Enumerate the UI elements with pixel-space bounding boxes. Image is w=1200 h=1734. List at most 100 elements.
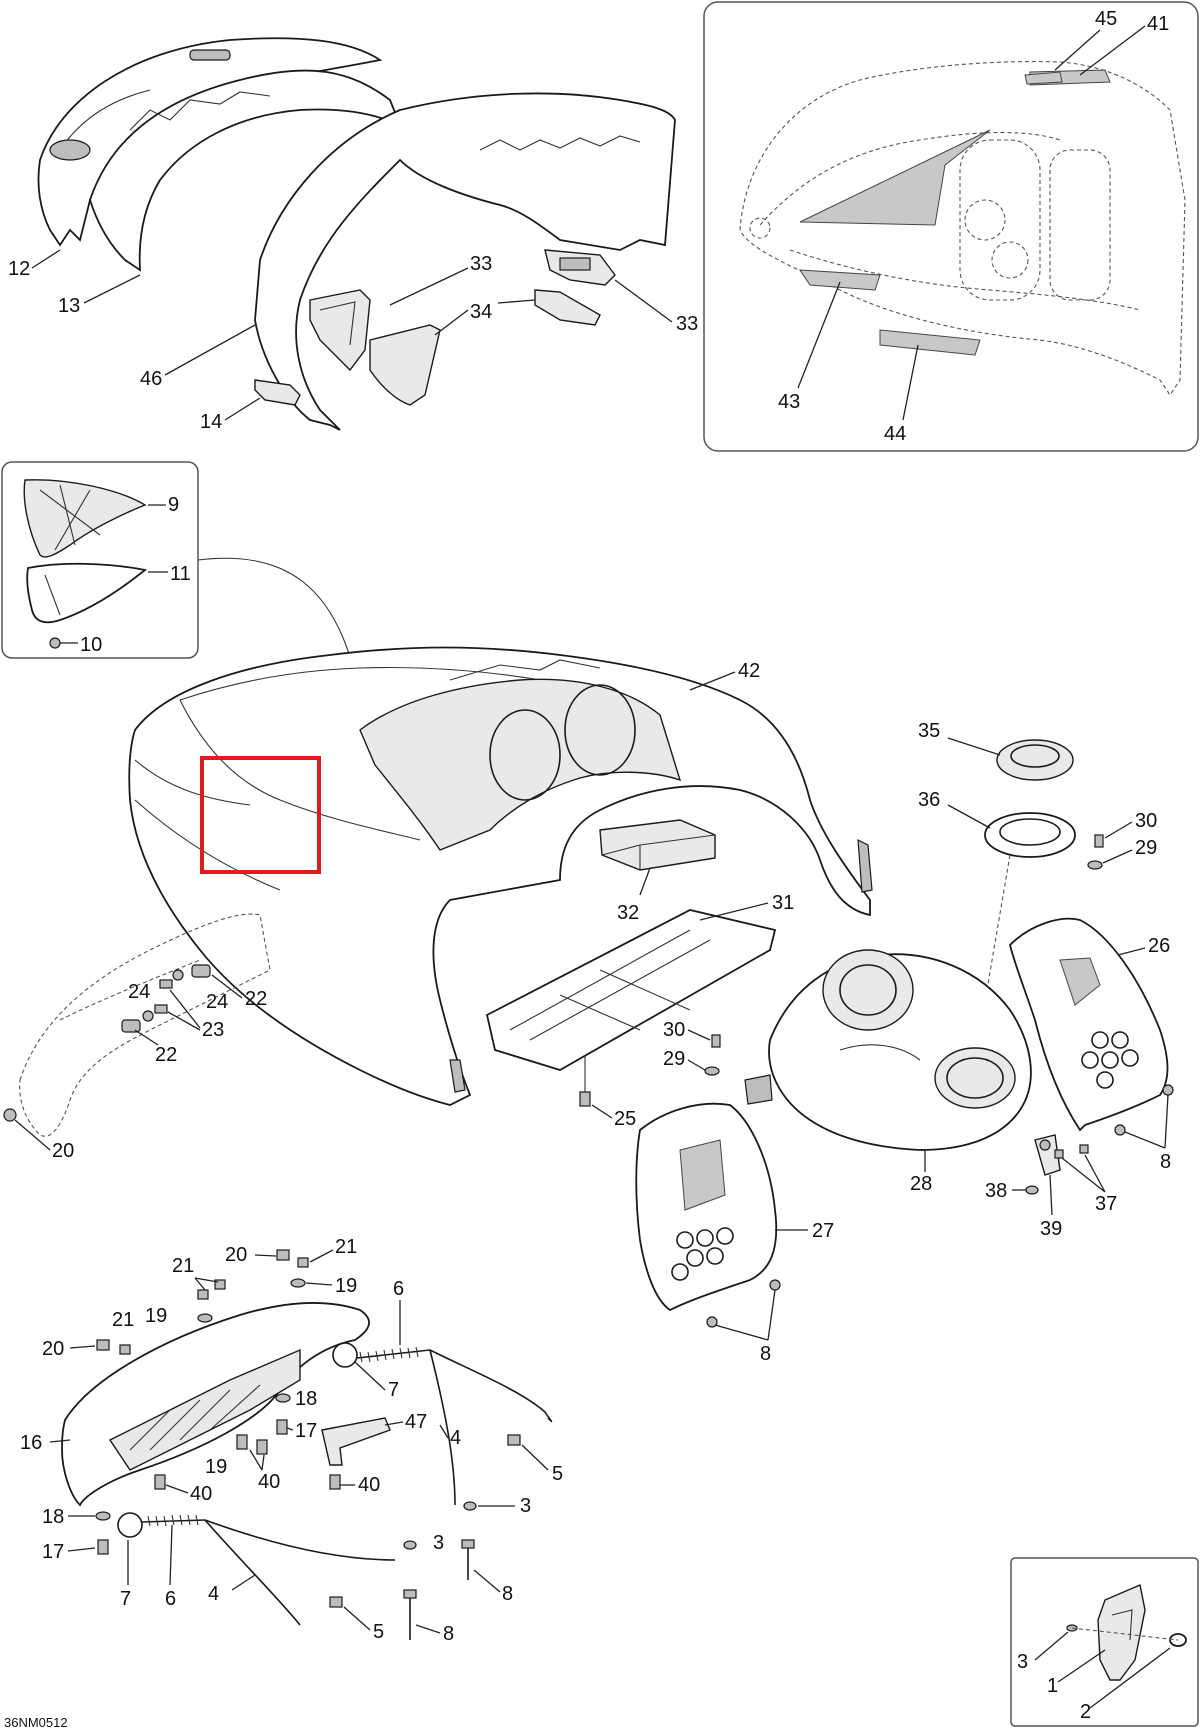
- callout-20-top: 20: [225, 1244, 247, 1266]
- callout-4-top: 4: [450, 1427, 461, 1449]
- screw-23-bottom: [154, 1004, 168, 1014]
- callout-40-left: 40: [190, 1483, 212, 1505]
- callout-37: 37: [1095, 1193, 1117, 1215]
- latch-axis-line: [1071, 1627, 1179, 1641]
- callout-19-top-right: 19: [335, 1275, 357, 1297]
- screw-30-left: [711, 1034, 721, 1048]
- foam-block-32: [599, 819, 716, 871]
- callout-18-right: 18: [295, 1388, 317, 1410]
- screw-30-right: [1094, 834, 1104, 848]
- fender-panel-13: [89, 69, 402, 272]
- callout-19-low: 19: [205, 1456, 227, 1478]
- callout-21-mid: 21: [172, 1255, 194, 1277]
- deck-body-42: [128, 646, 873, 1106]
- clip-14: [254, 379, 301, 406]
- callout-17-right: 17: [295, 1420, 317, 1442]
- screw-10: [49, 637, 61, 649]
- side-panel-26: [1009, 917, 1169, 1132]
- callout-18-left: 18: [42, 1506, 64, 1528]
- gasket-36: [984, 812, 1076, 858]
- mirror-9: [23, 479, 147, 558]
- callout-12: 12: [8, 258, 30, 280]
- callout-2: 2: [1080, 1701, 1091, 1723]
- callout-33-top: 33: [470, 253, 492, 275]
- callout-40-mid: 40: [258, 1471, 280, 1493]
- screw-17-handle-left: [97, 1539, 109, 1555]
- screws-37: [1054, 1144, 1089, 1159]
- callout-14: 14: [200, 411, 222, 433]
- screw-5-top: [507, 1434, 521, 1446]
- callout-21-left: 21: [112, 1309, 134, 1331]
- rivet-8-bottom: [403, 1589, 417, 1640]
- callout-25: 25: [614, 1108, 636, 1130]
- callout-40-right: 40: [358, 1474, 380, 1496]
- nut-20-handle-top: [276, 1249, 290, 1261]
- screws-40-handle: [154, 1434, 341, 1490]
- nut-20-left: [3, 1108, 17, 1122]
- callout-16: 16: [20, 1432, 42, 1454]
- callout-34: 34: [470, 301, 492, 323]
- washer-3-top: [463, 1501, 477, 1511]
- callout-11: 11: [170, 563, 191, 585]
- nut-20-handle-left: [96, 1339, 110, 1351]
- callout-36: 36: [918, 789, 940, 811]
- mesh-pad-42-triangle: [799, 129, 991, 226]
- callout-13: 13: [58, 295, 80, 317]
- callout-26: 26: [1148, 935, 1170, 957]
- callout-4-bottom: 4: [208, 1583, 219, 1605]
- callout-23: 23: [202, 1019, 224, 1041]
- washer-24-bottom: [142, 1010, 154, 1022]
- callout-5-bottom: 5: [373, 1621, 384, 1643]
- callout-38: 38: [985, 1180, 1007, 1202]
- callout-8-top: 8: [502, 1583, 513, 1605]
- callout-29-right: 29: [1135, 837, 1157, 859]
- callout-32: 32: [617, 902, 639, 924]
- spring-lanyard-top: [332, 1342, 553, 1506]
- callout-35: 35: [918, 720, 940, 742]
- callout-19-mid: 19: [145, 1305, 167, 1327]
- callout-30-left: 30: [663, 1019, 685, 1041]
- mesh-pad-45: [1024, 71, 1063, 85]
- rivet-8-top: [461, 1539, 475, 1580]
- callout-20-left-handle: 20: [42, 1338, 64, 1360]
- spacer-22-bottom: [121, 1019, 141, 1033]
- washer-18-handle-right: [275, 1393, 291, 1403]
- mesh-pad-44: [879, 329, 981, 356]
- callout-8-bottom: 8: [443, 1623, 454, 1645]
- frame-bracket-left: [19, 913, 271, 1137]
- washer-29-right: [1087, 860, 1103, 870]
- mirror-cover-11: [26, 562, 148, 624]
- bracket-47: [321, 1417, 391, 1466]
- grab-handle-16: [61, 1302, 370, 1507]
- callout-27: 27: [812, 1220, 834, 1242]
- bracket-33-right: [544, 249, 616, 286]
- callout-3-bottom: 3: [433, 1532, 444, 1554]
- washer-19-handle-top: [290, 1278, 306, 1288]
- callout-45: 45: [1095, 8, 1117, 30]
- callout-28: 28: [910, 1173, 932, 1195]
- callout-30-right: 30: [1135, 810, 1157, 832]
- callout-7-top: 7: [388, 1379, 399, 1401]
- nut-21-handle-left: [119, 1344, 131, 1355]
- callout-8-right: 8: [1160, 1151, 1171, 1173]
- latch-plate-1: [1097, 1584, 1146, 1681]
- washer-19-handle-mid: [197, 1313, 213, 1323]
- screw-25: [579, 1055, 591, 1107]
- callout-42: 42: [738, 660, 760, 682]
- drawing-code: 36NM0512: [4, 1715, 68, 1730]
- inset-panel-hull-top: [703, 1, 1199, 452]
- trim-piece-34-right: [534, 289, 601, 326]
- bracket-33-left: [309, 289, 371, 372]
- tray-31: [485, 909, 777, 1071]
- spacer-22-top: [191, 964, 211, 978]
- bracket-39: [1034, 1134, 1061, 1176]
- callout-24-top: 24: [128, 981, 150, 1003]
- callout-3-latch: 3: [1017, 1651, 1028, 1673]
- callout-24-mid: 24: [206, 991, 228, 1013]
- callout-31: 31: [772, 892, 794, 914]
- washer-24-top: [172, 969, 184, 981]
- callout-44: 44: [884, 423, 906, 445]
- callout-9: 9: [168, 494, 179, 516]
- callout-22-right: 22: [245, 988, 267, 1010]
- washer-3-bottom: [403, 1540, 417, 1550]
